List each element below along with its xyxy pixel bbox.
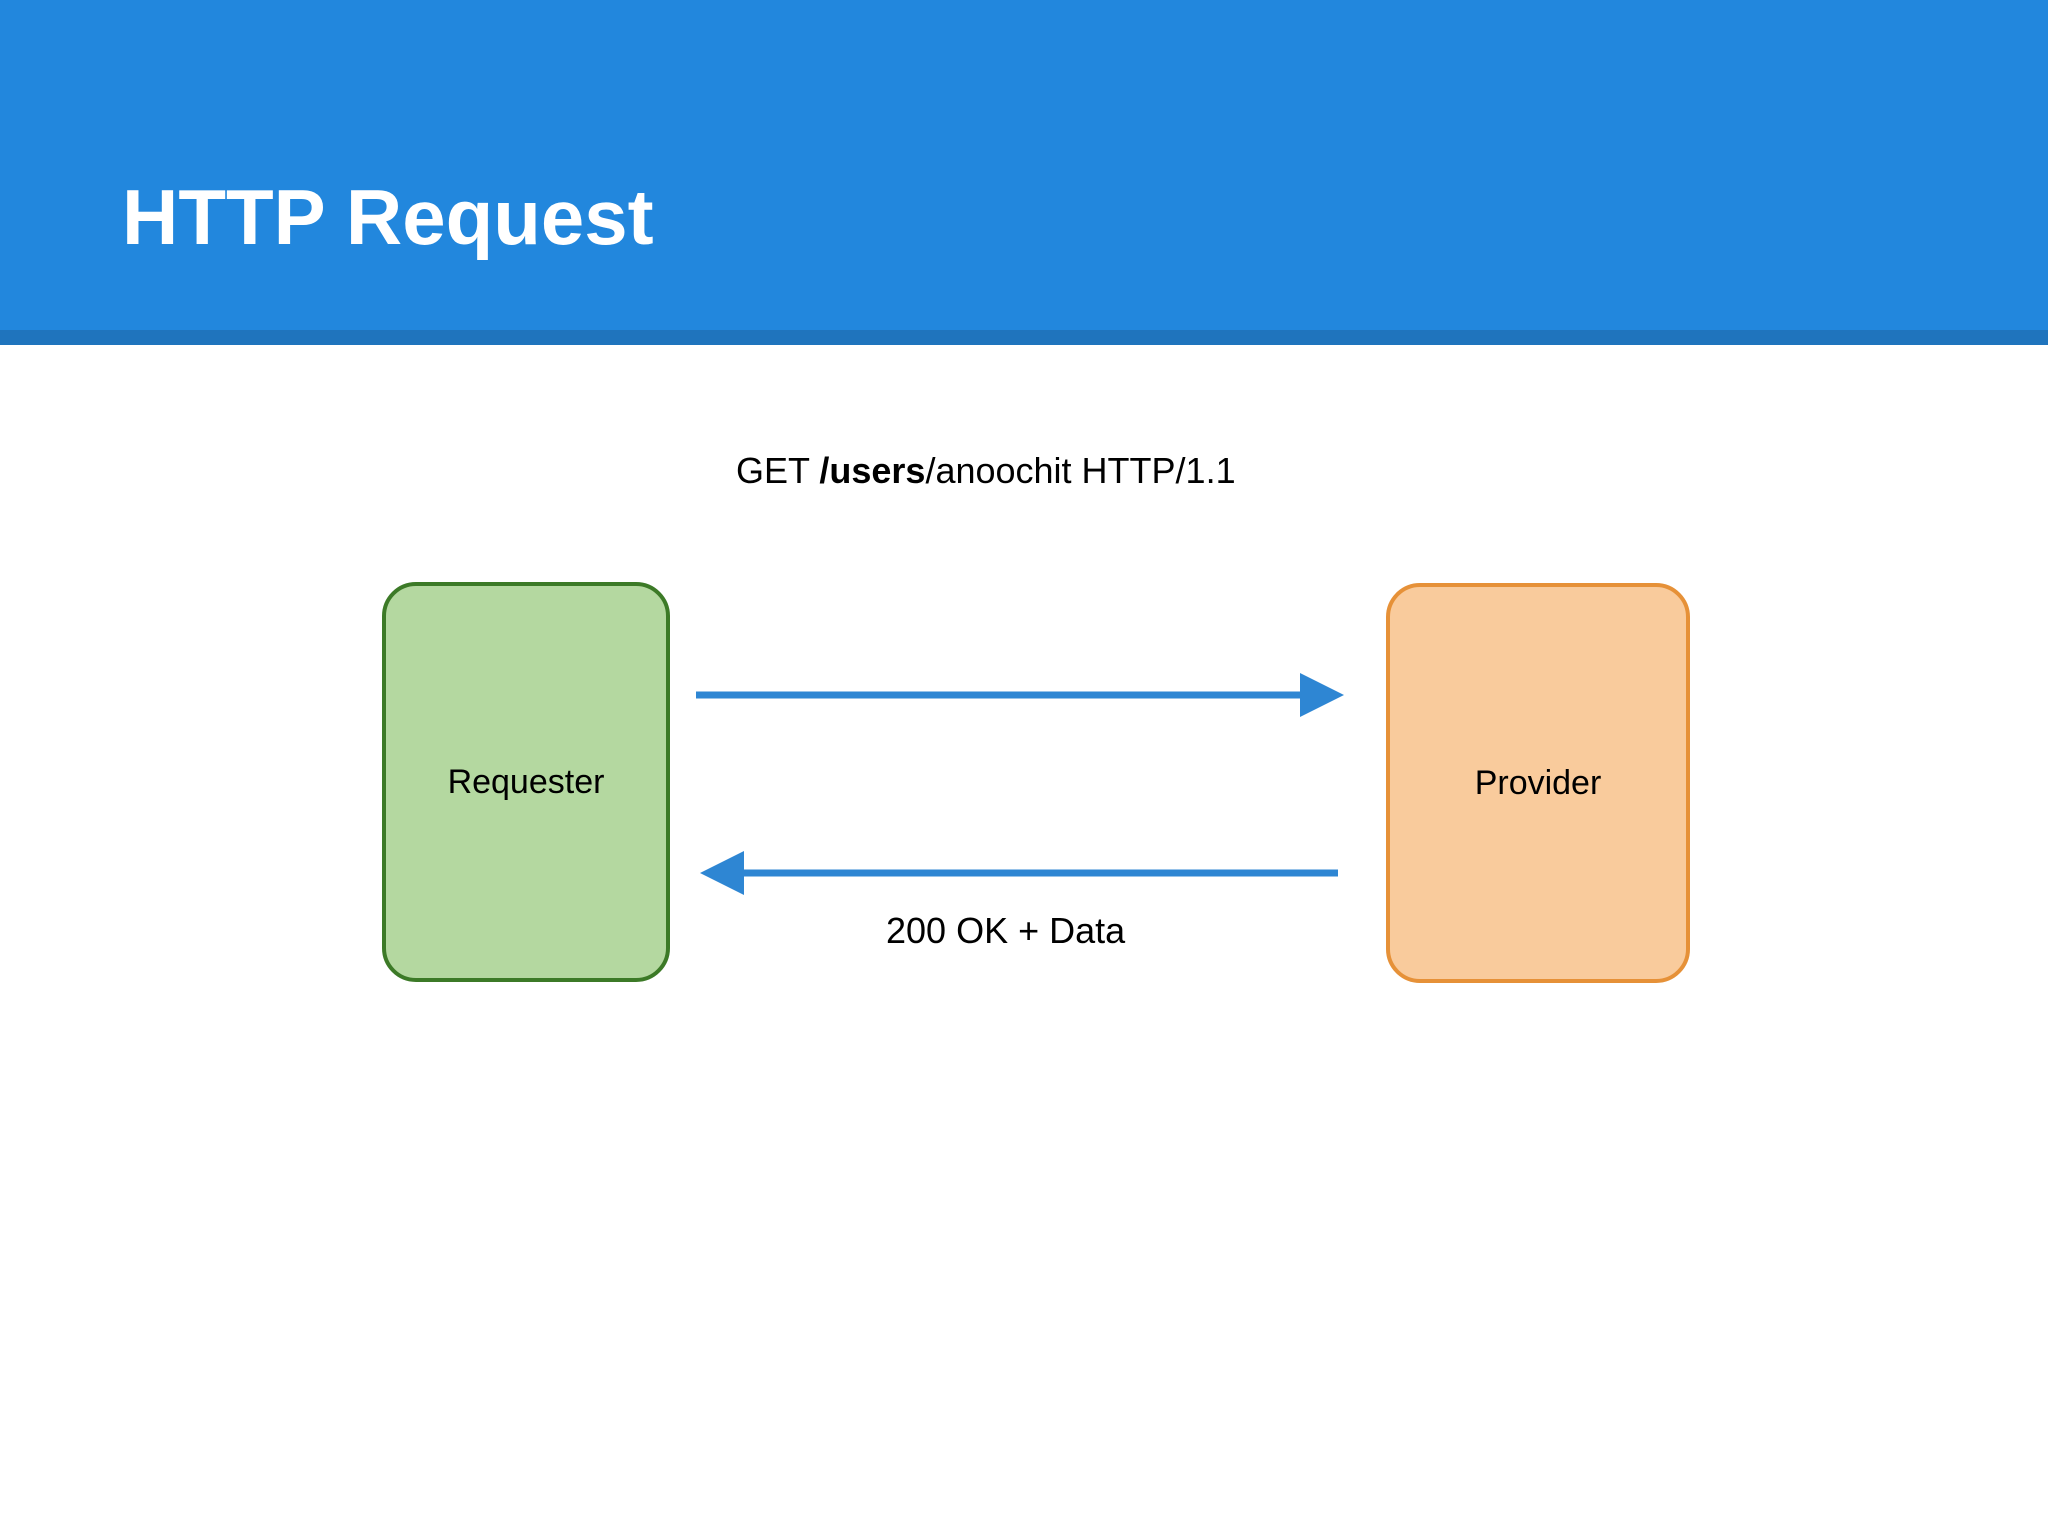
node-requester: Requester: [382, 582, 670, 982]
node-provider-label: Provider: [1474, 764, 1602, 802]
request-label-bold: /users: [819, 450, 926, 491]
http-request-diagram: Requester Provider GET /users/anoochit H…: [0, 345, 2048, 1536]
arrow-response: [700, 851, 1338, 895]
request-label-prefix: GET: [736, 450, 820, 491]
node-provider: Provider: [1386, 583, 1690, 983]
arrow-response-label: 200 OK + Data: [886, 910, 1126, 951]
page-title: HTTP Request: [122, 173, 654, 261]
header-underline-rule: [0, 330, 2048, 345]
request-label-suffix: /anoochit HTTP/1.1: [925, 450, 1236, 491]
slide-header-banner: [0, 0, 2048, 330]
arrow-request: [696, 673, 1344, 717]
node-requester-label: Requester: [447, 763, 605, 801]
arrow-request-label: GET /users/anoochit HTTP/1.1: [736, 453, 1236, 489]
